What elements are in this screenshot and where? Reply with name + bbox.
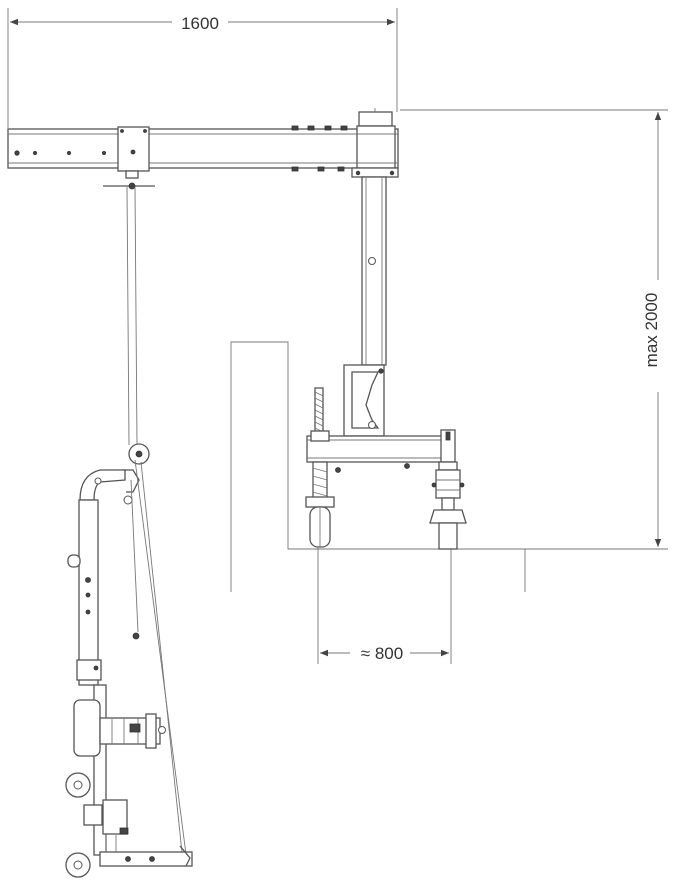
height-dimension-label: max 2000 xyxy=(642,293,661,368)
slewing-head xyxy=(351,108,399,178)
hoist-rope xyxy=(126,186,138,446)
lifting-device xyxy=(65,443,193,878)
right-support-foot xyxy=(429,429,467,550)
base-bracket xyxy=(343,364,385,437)
base-dimension: ≈ 800 xyxy=(317,548,452,664)
base-dimension-label: ≈ 800 xyxy=(361,644,403,663)
left-caster-wheel xyxy=(305,387,335,548)
width-dimension-label: 1600 xyxy=(181,14,219,33)
vertical-column xyxy=(361,176,387,366)
width-dimension: 1600 xyxy=(7,8,398,128)
floor-outline xyxy=(230,341,526,592)
boom-bolts xyxy=(291,125,348,172)
horizontal-boom xyxy=(7,125,399,190)
